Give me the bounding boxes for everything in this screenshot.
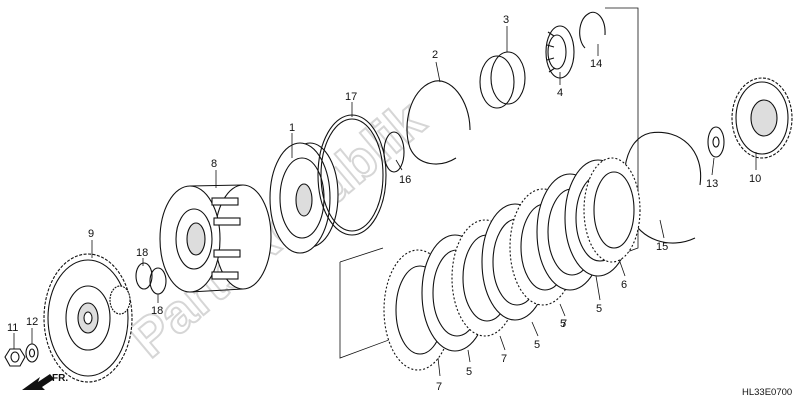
callout-8: 8 [211, 158, 217, 170]
callout-12: 12 [26, 316, 38, 328]
callout-5c: 5 [560, 318, 566, 330]
assembly-frame [339, 7, 639, 359]
callout-13: 13 [706, 178, 718, 190]
diagram-code: HL33E0700 [742, 387, 792, 398]
washer-part-12 [25, 343, 39, 363]
callout-9: 9 [88, 228, 94, 240]
front-direction-marker: FR. [22, 373, 68, 390]
callout-16: 16 [399, 174, 411, 186]
circlip-part-14 [579, 11, 606, 49]
callout-10: 10 [749, 173, 761, 185]
thrust-washer-part-18a [135, 262, 153, 290]
callout-1: 1 [289, 122, 295, 134]
callout-2: 2 [432, 49, 438, 61]
end-plate-part-6 [583, 157, 641, 263]
callout-14: 14 [590, 58, 602, 70]
primary-driven-gear-part-9 [43, 253, 133, 383]
judder-spring-part-4 [545, 25, 575, 79]
callout-5b: 5 [534, 339, 540, 351]
leader-lines [13, 26, 757, 377]
spring-seat-part-3 [479, 51, 526, 109]
callout-4: 4 [557, 87, 563, 99]
callout-7b: 7 [501, 353, 507, 365]
callout-17: 17 [345, 91, 357, 103]
clutch-plate-stack [383, 157, 641, 371]
gear-part-10 [731, 77, 793, 159]
front-marker-label: FR. [52, 373, 68, 384]
callout-5d: 5 [596, 303, 602, 315]
seat-ring-part-16 [383, 131, 405, 173]
callout-15: 15 [656, 241, 668, 253]
clutch-outer-part-8 [159, 184, 272, 293]
callout-3: 3 [503, 14, 509, 26]
callout-6: 6 [621, 279, 627, 291]
callout-18b: 18 [151, 305, 163, 317]
callout-labels: 1 2 3 4 5 5 5 5 6 7 7 7 8 9 10 11 12 13 … [7, 14, 761, 393]
callout-7c: 7 [561, 318, 567, 330]
snap-ring-part-2 [406, 80, 471, 165]
callout-11: 11 [7, 322, 18, 334]
clutch-center-part-1 [269, 142, 339, 254]
callout-18a: 18 [136, 247, 148, 259]
callout-7a: 7 [436, 381, 442, 393]
washer-part-13 [707, 126, 725, 158]
lock-nut-part-11 [4, 348, 26, 367]
front-arrow-icon [22, 374, 54, 390]
callout-5a: 5 [466, 366, 472, 378]
